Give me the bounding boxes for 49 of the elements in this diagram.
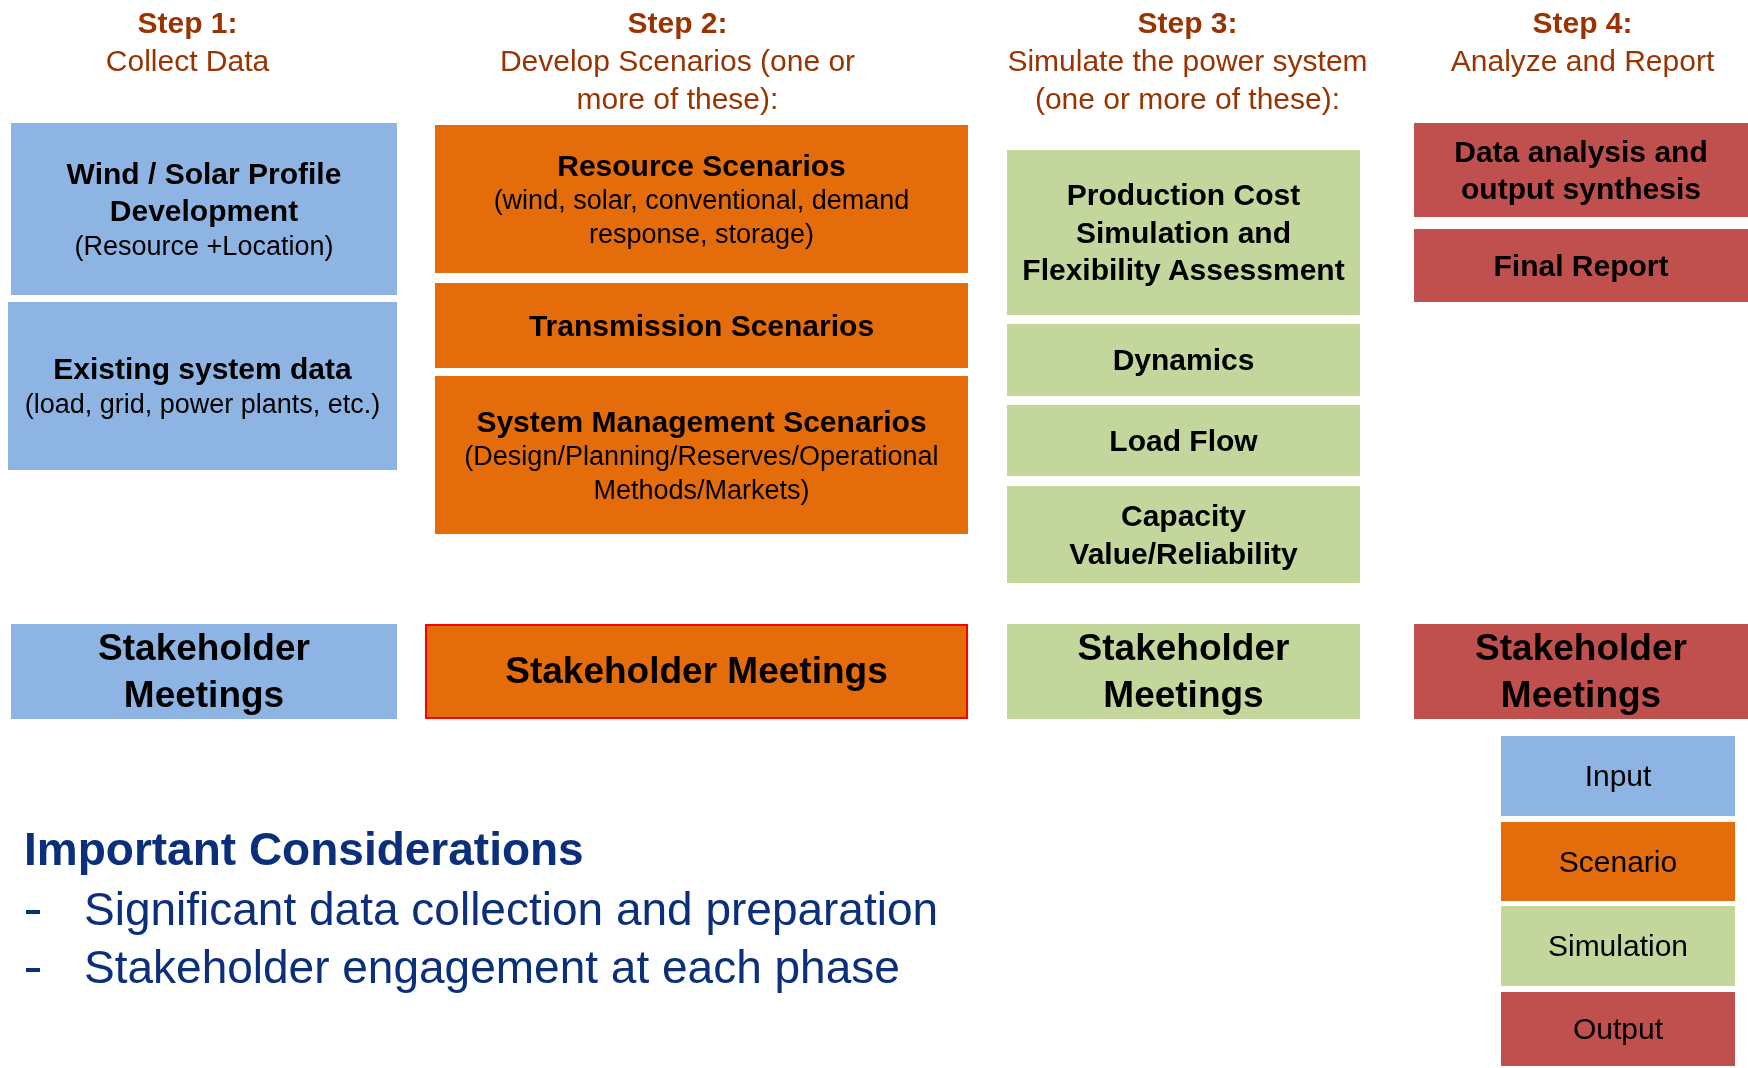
input-box	[11, 123, 397, 295]
box-description: (Design/Planning/Reserves/Operational Methods/Markets)	[463, 440, 940, 507]
box-heading: Dynamics	[1112, 342, 1255, 379]
simulation-box	[1007, 150, 1360, 315]
box-heading: Stakeholder Meetings	[97, 626, 311, 717]
box-heading: Transmission Scenarios	[528, 307, 875, 344]
output-box	[1414, 229, 1748, 302]
box-heading: Data analysis and output synthesis	[1453, 133, 1709, 207]
box-heading: Stakeholder Meetings	[505, 649, 888, 694]
scenario-box	[435, 376, 968, 534]
output-box	[1414, 123, 1748, 217]
step-heading: Step 3:	[1136, 5, 1239, 41]
box-heading: Stakeholder Meetings	[1474, 626, 1688, 717]
simulation-box	[1007, 405, 1360, 476]
step-heading: Step 2:	[626, 5, 729, 41]
step-subtitle: Collect Data	[104, 43, 271, 79]
step-heading: Step 4:	[1531, 5, 1634, 41]
box-heading: Existing system data	[53, 351, 352, 388]
box-heading: Final Report	[1493, 247, 1669, 284]
box-heading: Capacity Value/Reliability	[1068, 498, 1299, 572]
section-heading: Important Considerations	[24, 822, 585, 876]
bullet-text: Significant data collection and preparation	[84, 882, 940, 936]
box-heading: Load Flow	[1109, 422, 1258, 459]
box-description: (load, grid, power plants, etc.)	[24, 387, 381, 421]
step-subtitle: Simulate the power system (one or more of these):	[1006, 43, 1369, 118]
scenario-box	[435, 283, 968, 368]
input-box	[8, 302, 397, 470]
simulation-box	[1007, 486, 1360, 583]
box-description: (wind, solar, conventional, demand response, storage)	[492, 184, 911, 251]
step-subtitle: Develop Scenarios (one or more of these):	[498, 43, 857, 118]
box-heading: Wind / Solar Profile Development	[65, 155, 343, 230]
output-box	[1414, 624, 1748, 719]
simulation-box	[1007, 624, 1360, 719]
legend-label: Simulation	[1547, 929, 1689, 963]
legend-label: Input	[1584, 759, 1652, 793]
box-heading: Production Cost Simulation and Flexibility Assessment	[1021, 177, 1346, 289]
box-heading: Stakeholder Meetings	[1076, 626, 1291, 717]
box-heading: System Management Scenarios	[476, 403, 927, 440]
legend-label: Scenario	[1558, 844, 1678, 879]
scenario-box	[425, 624, 968, 719]
step-subtitle: Analyze and Report	[1449, 43, 1716, 79]
step-heading: Step 1:	[136, 5, 239, 41]
box-heading: Resource Scenarios	[557, 147, 846, 184]
bullet-text: Stakeholder engagement at each phase	[84, 940, 901, 994]
input-box	[11, 624, 397, 719]
legend-label: Output	[1572, 1012, 1664, 1046]
box-description: (Resource +Location)	[74, 229, 334, 263]
scenario-box	[435, 125, 968, 273]
simulation-box	[1007, 324, 1360, 396]
